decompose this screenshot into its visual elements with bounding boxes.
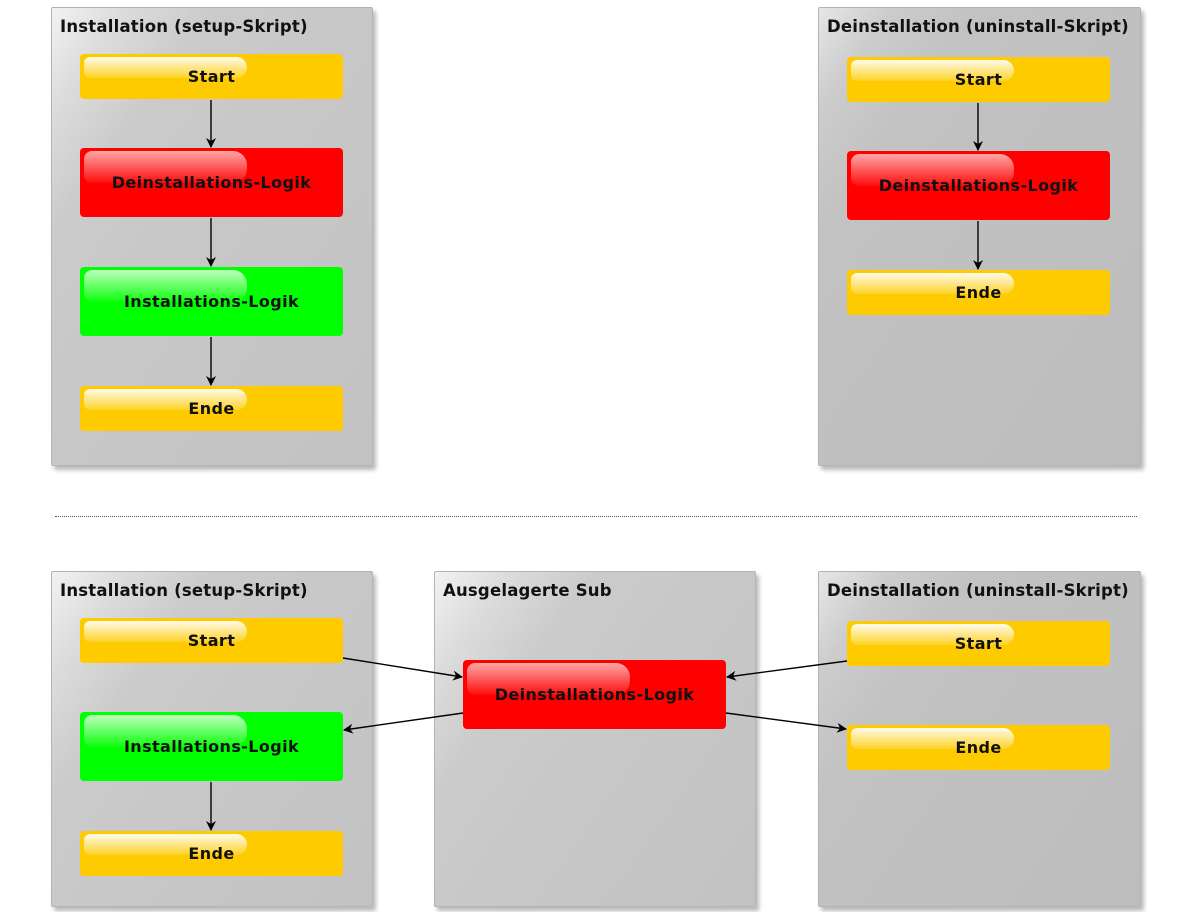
node-label: Ende bbox=[188, 844, 235, 863]
node-label: Start bbox=[187, 67, 236, 86]
arrow-bottom-sub-to-install-logic bbox=[343, 712, 464, 734]
node-label: Ende bbox=[955, 283, 1002, 302]
bottom-sub-panel: Ausgelagerte Sub bbox=[434, 571, 756, 907]
panel-title: Deinstallation (uninstall-Skript) bbox=[827, 17, 1129, 36]
arrow-bottom-sub-to-uninstall-end bbox=[725, 712, 847, 733]
node-label: Installations-Logik bbox=[123, 737, 300, 756]
node-label: Ende bbox=[955, 738, 1002, 757]
panel-title: Installation (setup-Skript) bbox=[60, 17, 308, 36]
node-label: Ende bbox=[188, 399, 235, 418]
node-label: Start bbox=[954, 634, 1003, 653]
node-label: Deinstallations-Logik bbox=[494, 685, 695, 704]
node-label: Installations-Logik bbox=[123, 292, 300, 311]
node-label: Start bbox=[187, 631, 236, 650]
section-separator bbox=[55, 516, 1137, 517]
arrow-bottom-install-start-to-sub bbox=[342, 657, 463, 681]
panel-title: Installation (setup-Skript) bbox=[60, 581, 308, 600]
node-label: Start bbox=[954, 70, 1003, 89]
panel-title: Deinstallation (uninstall-Skript) bbox=[827, 581, 1129, 600]
node-label: Deinstallations-Logik bbox=[111, 173, 312, 192]
arrow-bottom-uninstall-start-to-sub bbox=[726, 660, 848, 681]
node-label: Deinstallations-Logik bbox=[878, 176, 1079, 195]
panel-title: Ausgelagerte Sub bbox=[443, 581, 612, 600]
